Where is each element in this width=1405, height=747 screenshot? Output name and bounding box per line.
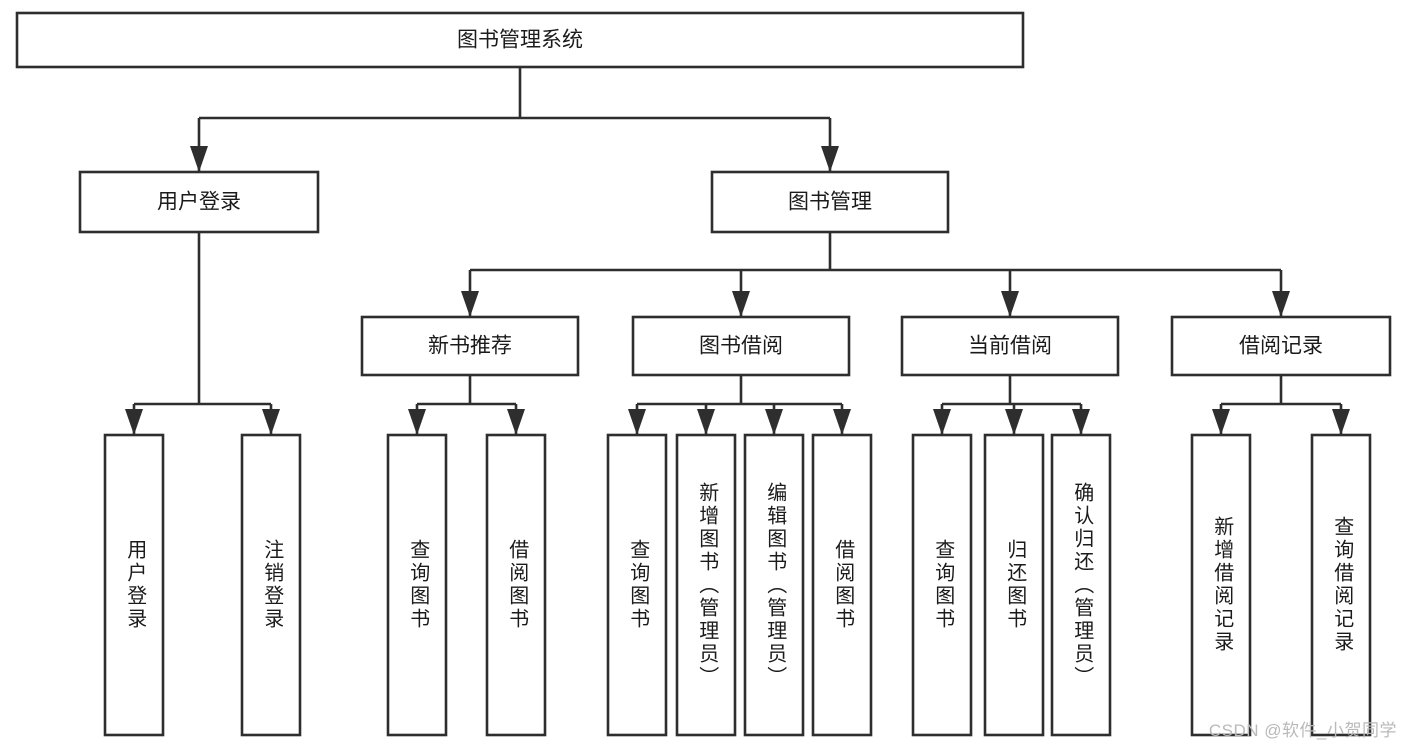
node-box-leaf-borrow-lend[interactable]: [811, 433, 873, 737]
node-box-leaf-user-login[interactable]: [103, 433, 165, 737]
arrow-head-icon: [125, 409, 143, 435]
arrow-head-icon: [1072, 409, 1090, 435]
arrow-head-icon: [765, 409, 783, 435]
arrow-head-icon: [507, 409, 525, 435]
node-box-leaf-rec-query[interactable]: [386, 433, 448, 737]
node-label-book-manage: 图书管理: [788, 191, 872, 214]
node-box-leaf-cur-query[interactable]: [911, 433, 973, 737]
arrow-head-icon: [697, 409, 715, 435]
node-box-new-book-rec[interactable]: [360, 315, 580, 377]
node-label-borrow-record: 借阅记录: [1239, 335, 1323, 358]
node-box-leaf-borrow-add[interactable]: [675, 433, 737, 737]
arrow-head-icon: [1005, 409, 1023, 435]
arrow-head-icon: [1272, 291, 1290, 317]
arrow-head-icon: [1001, 291, 1019, 317]
node-box-book-manage[interactable]: [710, 170, 950, 234]
node-box-leaf-user-logout[interactable]: [240, 433, 302, 737]
node-box-leaf-borrow-query[interactable]: [606, 433, 668, 737]
node-box-leaf-rec-borrow[interactable]: [485, 433, 547, 737]
arrow-head-icon: [833, 409, 851, 435]
arrow-head-icon: [1212, 409, 1230, 435]
arrow-head-icon: [262, 409, 280, 435]
node-box-leaf-cur-confirm[interactable]: [1050, 433, 1112, 737]
connectors-layer: [125, 67, 1350, 435]
arrow-head-icon: [1332, 409, 1350, 435]
arrow-head-icon: [408, 409, 426, 435]
node-box-borrow-record[interactable]: [1170, 315, 1392, 377]
arrow-head-icon: [732, 291, 750, 317]
node-box-book-borrow[interactable]: [631, 315, 851, 377]
node-box-user-login[interactable]: [78, 170, 320, 234]
arrow-head-icon: [190, 146, 208, 172]
node-box-root[interactable]: [15, 11, 1025, 69]
arrow-head-icon: [933, 409, 951, 435]
node-box-current-borrow[interactable]: [900, 315, 1120, 377]
watermark-text: CSDN @软件_小贺同学: [1208, 721, 1397, 740]
node-box-leaf-cur-return[interactable]: [983, 433, 1045, 737]
node-label-book-borrow: 图书借阅: [699, 335, 783, 358]
arrow-head-icon: [628, 409, 646, 435]
arrow-head-icon: [461, 291, 479, 317]
node-label-current-borrow: 当前借阅: [968, 335, 1052, 358]
boxes-layer: [15, 11, 1392, 737]
node-box-leaf-rec-add[interactable]: [1190, 433, 1252, 737]
node-label-new-book-rec: 新书推荐: [428, 335, 512, 358]
node-box-leaf-borrow-edit[interactable]: [743, 433, 805, 737]
node-label-user-login: 用户登录: [157, 191, 241, 214]
node-box-leaf-rec-search[interactable]: [1310, 433, 1372, 737]
arrow-head-icon: [821, 146, 839, 172]
node-label-root: 图书管理系统: [457, 29, 583, 52]
